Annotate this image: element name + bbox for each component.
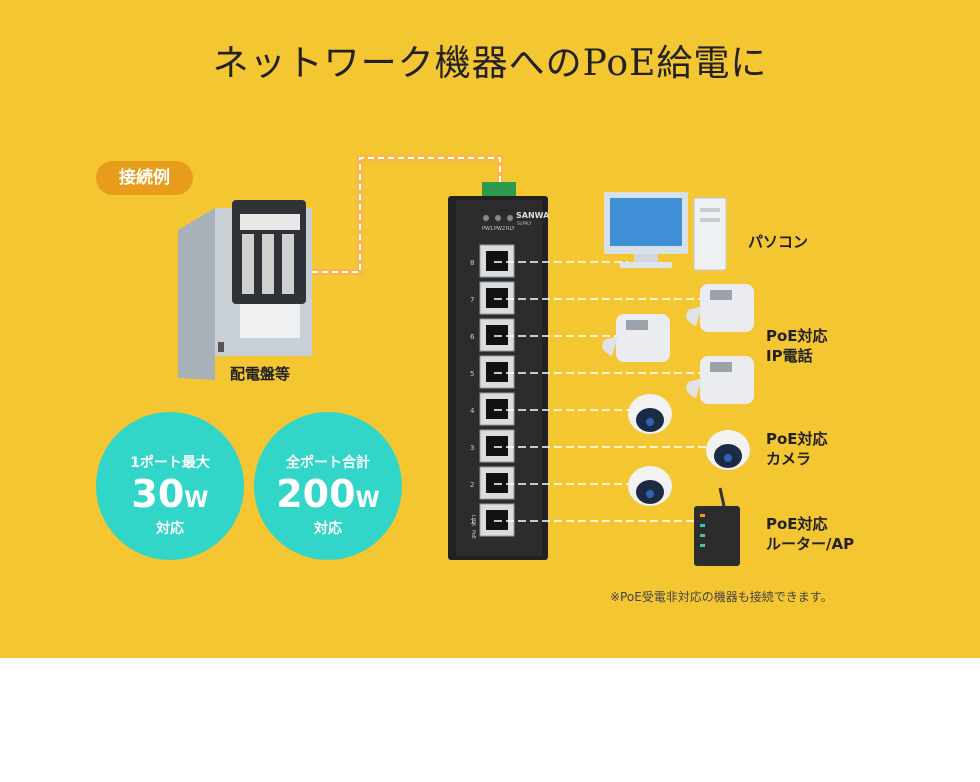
badge-bottom-text: 対応 xyxy=(314,521,342,537)
side-label-poe: PoE xyxy=(470,530,476,539)
side-label-link: LINK xyxy=(470,515,476,527)
badge-top-text: 全ポート合計 xyxy=(286,455,370,471)
port-number: 7 xyxy=(470,296,474,304)
router-label-line1: PoE対応 xyxy=(766,515,828,533)
example-badge: 接続例 xyxy=(96,161,193,195)
dome-camera-icon xyxy=(628,394,672,434)
badge-value-number: 200 xyxy=(276,472,356,516)
camera-label-line1: PoE対応 xyxy=(766,430,828,448)
connection-diagram: PW1 PW2 RLY SANWA SUPPLY 8 7 6 5 4 3 2 1 LINK P… xyxy=(178,154,754,566)
power-cable xyxy=(312,154,504,276)
compatibility-note: ※PoE受電非対応の機器も接続できます。 xyxy=(610,590,833,604)
port-number: 3 xyxy=(470,444,474,452)
router-ap-icon xyxy=(694,487,740,566)
led-label-pw1: PW1 xyxy=(482,226,493,232)
led-label-rly: RLY xyxy=(506,226,516,232)
distribution-panel-icon xyxy=(178,200,312,380)
router-label-line2: ルーター/AP xyxy=(766,535,855,553)
brand-sub: SUPPLY xyxy=(517,221,532,226)
ipphone-label-line1: PoE対応 xyxy=(766,327,828,345)
port-number: 4 xyxy=(470,407,475,415)
port-number: 6 xyxy=(470,333,475,341)
port-number: 2 xyxy=(470,481,474,489)
badge-unit: W xyxy=(355,488,380,513)
badge-value: 200W xyxy=(254,472,402,523)
pc-label: パソコン xyxy=(748,233,809,251)
port-number: 8 xyxy=(470,259,474,267)
total-power-badge: 全ポート合計 200W 対応 xyxy=(254,412,402,560)
camera-label-line2: カメラ xyxy=(766,450,812,468)
badge-value: 30W xyxy=(96,472,244,523)
dome-camera-icon xyxy=(706,430,750,470)
brand-logo: SANWA xyxy=(516,211,550,220)
page-title: ネットワーク機器へのPoE給電に xyxy=(212,43,768,84)
port-number: 5 xyxy=(470,370,474,378)
ip-phone-icon xyxy=(686,284,754,332)
per-port-power-badge: 1ポート最大 30W 対応 xyxy=(96,412,244,560)
port-number: 1 xyxy=(470,518,474,526)
ip-phone-icon xyxy=(686,356,754,404)
badge-unit: W xyxy=(184,488,209,513)
dome-camera-icon xyxy=(628,466,672,506)
pc-icon xyxy=(604,192,727,271)
ip-phone-icon xyxy=(602,314,670,362)
badge-top-text: 1ポート最大 xyxy=(130,455,210,471)
data-cables xyxy=(494,259,708,524)
led-label-pw2: PW2 xyxy=(494,226,505,232)
badge-value-number: 30 xyxy=(131,472,185,516)
panel-label: 配電盤等 xyxy=(230,365,291,383)
badge-bottom-text: 対応 xyxy=(156,521,184,537)
ipphone-label-line2: IP電話 xyxy=(766,347,813,365)
